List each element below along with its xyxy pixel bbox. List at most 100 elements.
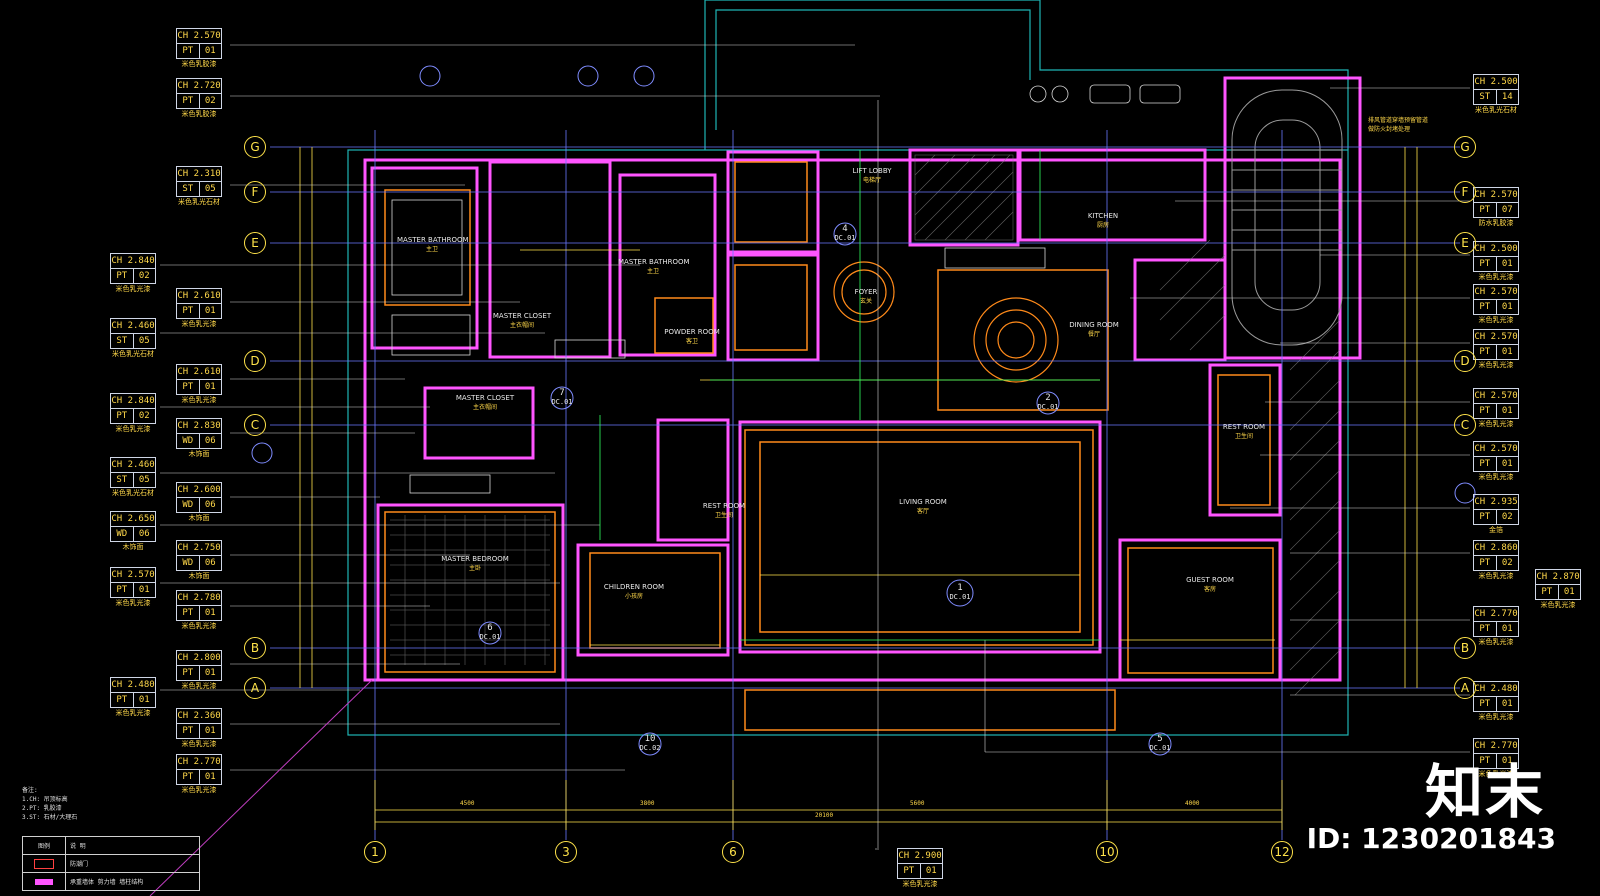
material-code: WD	[182, 500, 194, 510]
room-label-master-bathroom-2: MASTER BATHROOM 主卫	[618, 258, 690, 276]
callout-number: 1	[957, 583, 963, 593]
grid-row-bubble: G	[1454, 136, 1476, 158]
room-name: FOYER	[854, 288, 878, 296]
annotation-line: 做防火封堵处理	[1368, 126, 1411, 133]
material-note: 米色乳光漆	[181, 320, 217, 328]
material-code: ST	[182, 184, 194, 194]
ceiling-height: CH 2.310	[177, 169, 221, 179]
material-num: 01	[198, 666, 222, 680]
annotation-line: 排风管道穿墙预留管道	[1368, 117, 1429, 124]
material-code: PT	[1479, 302, 1491, 312]
material-code: PT	[1479, 756, 1491, 766]
ceiling-height: CH 2.570	[1474, 190, 1518, 200]
grid-col-bubble: 1	[364, 841, 386, 863]
material-num: 01	[1495, 697, 1519, 711]
dim-bay-4: 4000	[1185, 800, 1200, 807]
material-note: 米色乳光漆	[115, 599, 151, 607]
ceiling-height: CH 2.610	[177, 291, 221, 301]
material-num: 01	[1495, 622, 1519, 636]
material-code: PT	[1479, 259, 1491, 269]
site-outline	[347, 0, 1349, 736]
material-note: 木饰面	[188, 514, 210, 522]
material-note: 木饰面	[188, 572, 210, 580]
drawing-notes: 备注: 1.CH: 吊顶标高 2.PT: 乳胶漆 3.ST: 石材/大理石	[22, 786, 77, 822]
note-line: 备注:	[22, 787, 38, 794]
room-name-cn: 主卫	[646, 268, 659, 275]
room-name-cn: 主卧	[468, 565, 481, 572]
material-code: PT	[1479, 512, 1491, 522]
material-code: PT	[116, 411, 128, 421]
ceiling-height: CH 2.650	[111, 514, 155, 524]
room-name: LIFT LOBBY	[852, 167, 892, 175]
material-note: 米色乳光石材	[178, 198, 220, 206]
material-code: WD	[182, 436, 194, 446]
material-code: PT	[1479, 624, 1491, 634]
room-name: MASTER CLOSET	[455, 394, 515, 402]
room-name: MASTER BATHROOM	[397, 236, 469, 244]
callout-ref: DC.01	[949, 593, 971, 601]
material-note: 米色乳光漆	[1478, 361, 1514, 369]
callout-ref: DC.01	[834, 234, 856, 242]
callout-number: 4	[842, 224, 848, 234]
ceiling-height: CH 2.360	[177, 711, 221, 721]
room-name: MASTER BEDROOM	[441, 555, 509, 563]
material-note: 米色乳光漆	[1478, 638, 1514, 646]
material-note: 米色乳光漆	[115, 709, 151, 717]
watermark-brand: 知末	[1424, 758, 1545, 826]
ceiling-height: CH 2.570	[1474, 444, 1518, 454]
grid-row-bubble: E	[244, 232, 266, 254]
callout-ref: DC.02	[639, 744, 661, 752]
material-num: 01	[132, 583, 156, 597]
material-code: WD	[182, 558, 194, 568]
legend-header-symbol: 图例	[23, 837, 66, 854]
material-note: 米色乳光漆	[181, 740, 217, 748]
material-num: 01	[1495, 404, 1519, 418]
ceiling-height: CH 2.860	[1474, 543, 1518, 553]
room-name-cn: 厨房	[1096, 222, 1109, 229]
legend-header-desc: 说 明	[70, 843, 86, 850]
ceiling-height: CH 2.570	[111, 570, 155, 580]
material-note: 米色乳胶漆	[181, 110, 217, 118]
material-code: PT	[182, 668, 194, 678]
callout-number: 7	[559, 388, 565, 398]
note-line: 1.CH: 吊顶标高	[22, 796, 68, 803]
grid-row-bubble: B	[1454, 637, 1476, 659]
room-name: MASTER BATHROOM	[618, 258, 690, 266]
room-name-cn: 餐厅	[1087, 331, 1100, 338]
ceiling-height: CH 2.770	[1474, 741, 1518, 751]
material-num: 01	[132, 693, 156, 707]
legend-table: 图例说 明 防潮门 承重墙体 剪力墙 墙柱结构	[22, 836, 200, 891]
circular-ceilings	[833, 261, 1059, 383]
material-note: 米色乳光漆	[115, 285, 151, 293]
material-num: 06	[198, 434, 222, 448]
room-name-cn: 主卫	[425, 246, 438, 253]
room-label-master-bathroom: MASTER BATHROOM 主卫	[397, 236, 469, 254]
callout-number: 5	[1157, 734, 1163, 744]
material-note: 木饰面	[188, 450, 210, 458]
ceiling-height: CH 2.840	[111, 396, 155, 406]
material-code: PT	[1479, 699, 1491, 709]
grid-row-bubble: F	[244, 181, 266, 203]
